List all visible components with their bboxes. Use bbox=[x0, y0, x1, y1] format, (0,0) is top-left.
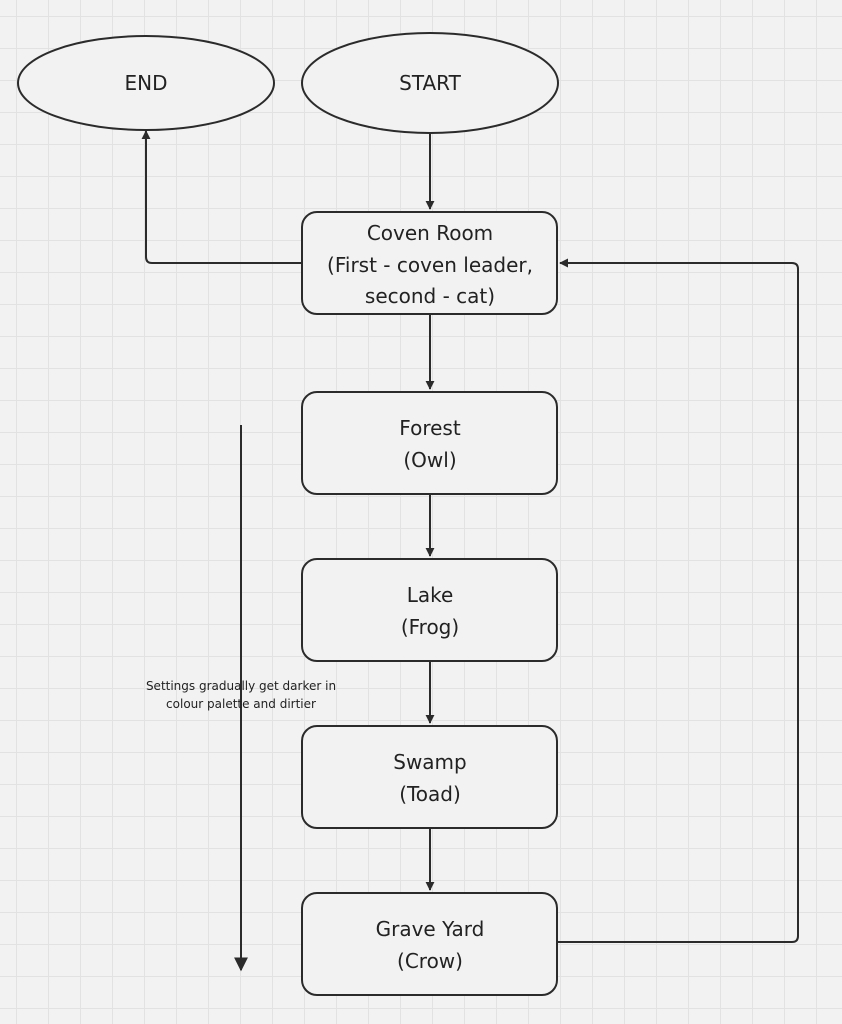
swamp-title: Swamp bbox=[393, 750, 467, 774]
start-node[interactable]: START bbox=[301, 32, 559, 134]
annotation-line-1: Settings gradually get darker in bbox=[146, 679, 336, 693]
annotation-line-2: colour palette and dirtier bbox=[166, 697, 316, 711]
grave-yard-node[interactable]: Grave Yard (Crow) bbox=[301, 892, 558, 996]
forest-title: Forest bbox=[399, 416, 461, 440]
coven-room-title: Coven Room bbox=[367, 221, 493, 245]
coven-room-detail: (First - coven leader, bbox=[327, 253, 533, 277]
start-node-label: START bbox=[399, 71, 461, 95]
coven-room-detail-2: second - cat) bbox=[365, 284, 495, 308]
connectors bbox=[141, 130, 799, 972]
arrow-graveyard-to-coven[interactable] bbox=[558, 258, 799, 943]
arrow-coven-to-end[interactable] bbox=[141, 130, 301, 264]
forest-animal: (Owl) bbox=[403, 448, 456, 472]
forest-node[interactable]: Forest (Owl) bbox=[301, 391, 558, 495]
swamp-animal: (Toad) bbox=[399, 782, 461, 806]
swamp-node[interactable]: Swamp (Toad) bbox=[301, 725, 558, 829]
end-node[interactable]: END bbox=[17, 35, 275, 131]
end-node-label: END bbox=[125, 71, 168, 95]
coven-room-node[interactable]: Coven Room (First - coven leader, second… bbox=[301, 211, 558, 315]
lake-animal: (Frog) bbox=[401, 615, 459, 639]
grave-yard-animal: (Crow) bbox=[397, 949, 463, 973]
lake-node[interactable]: Lake (Frog) bbox=[301, 558, 558, 662]
settings-annotation: Settings gradually get darker in colour … bbox=[146, 679, 336, 711]
grave-yard-title: Grave Yard bbox=[376, 917, 485, 941]
lake-title: Lake bbox=[407, 583, 454, 607]
